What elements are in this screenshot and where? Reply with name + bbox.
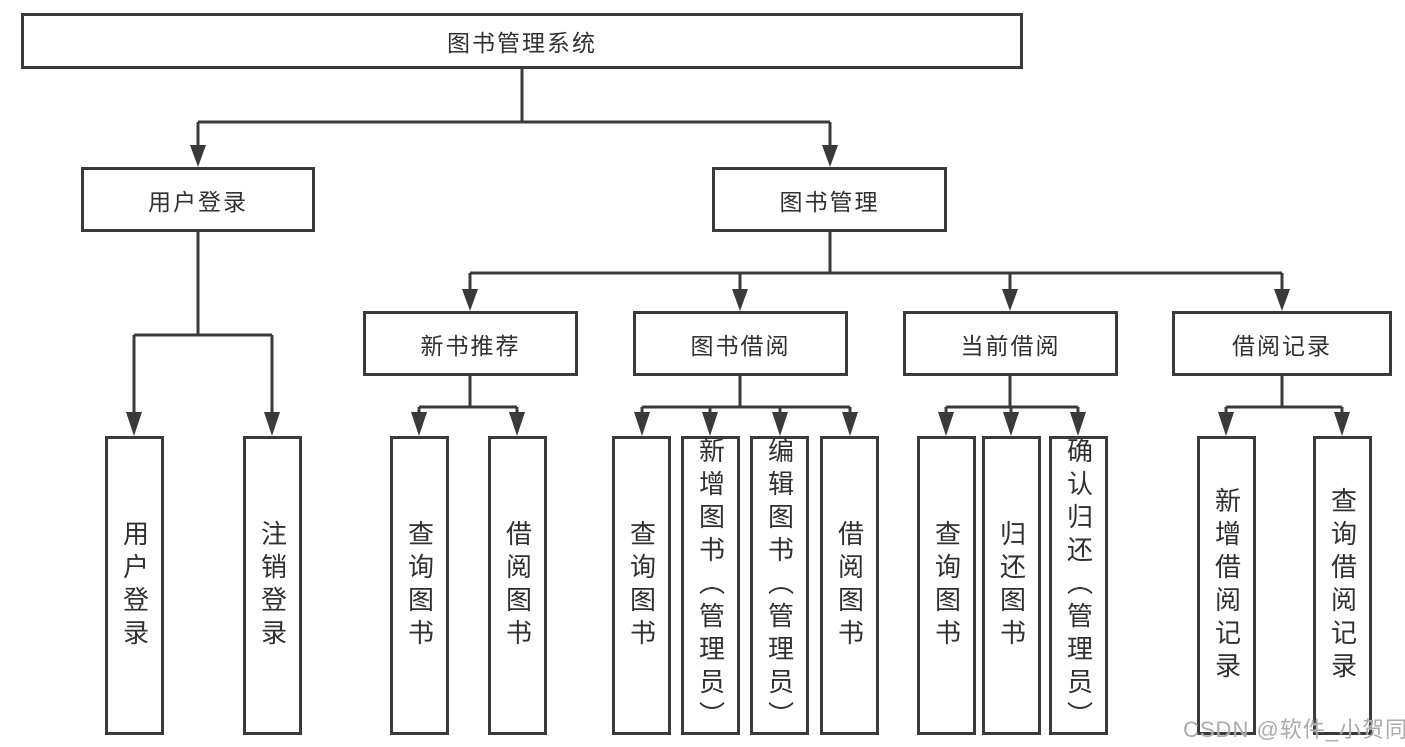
- leaf-user-login: 用户登录: [105, 436, 164, 735]
- node-current-borrowing: 当前借阅: [903, 311, 1118, 376]
- leaf-borrow-books-newrec: 借阅图书: [488, 436, 547, 735]
- leaf-label: 查询图书: [404, 519, 435, 652]
- node-label: 图书借阅: [690, 332, 791, 359]
- leaf-query-books-current: 查询图书: [917, 436, 976, 735]
- leaf-label: 归还图书: [996, 519, 1027, 652]
- node-label: 当前借阅: [960, 332, 1061, 359]
- leaf-label: 查询图书: [626, 519, 657, 652]
- node-label: 图书管理: [779, 188, 880, 215]
- leaf-edit-books-admin: 编辑图书（管理员）: [750, 436, 809, 735]
- leaf-confirm-return-admin: 确认归还（管理员）: [1049, 436, 1108, 735]
- leaf-label: 确认归还（管理员）: [1063, 437, 1094, 734]
- leaf-label: 用户登录: [119, 519, 150, 652]
- node-label: 用户登录: [148, 188, 248, 215]
- node-label: 图书管理系统: [447, 30, 597, 56]
- leaf-label: 查询借阅记录: [1327, 486, 1358, 685]
- node-label: 借阅记录: [1232, 332, 1332, 359]
- node-borrowing-records: 借阅记录: [1172, 311, 1392, 376]
- leaf-label: 借阅图书: [502, 519, 533, 652]
- leaf-query-books-borrow: 查询图书: [612, 436, 671, 735]
- leaf-label: 新增图书（管理员）: [695, 437, 726, 734]
- leaf-add-books-admin: 新增图书（管理员）: [681, 436, 740, 735]
- node-book-management: 图书管理: [712, 167, 947, 232]
- leaf-return-books: 归还图书: [982, 436, 1041, 735]
- node-book-borrowing: 图书借阅: [633, 311, 848, 376]
- leaf-query-borrow-record: 查询借阅记录: [1313, 436, 1372, 735]
- node-user-login: 用户登录: [81, 167, 315, 232]
- leaf-label: 查询图书: [931, 519, 962, 652]
- leaf-label: 注销登录: [257, 519, 288, 652]
- leaf-borrow-books: 借阅图书: [820, 436, 879, 735]
- leaf-label: 借阅图书: [834, 519, 865, 652]
- leaf-logout: 注销登录: [243, 436, 302, 735]
- leaf-query-books-newrec: 查询图书: [390, 436, 449, 735]
- leaf-add-borrow-record: 新增借阅记录: [1197, 436, 1256, 735]
- node-label: 新书推荐: [420, 332, 521, 359]
- csdn-watermark: CSDN @软件_小贺同学: [1183, 717, 1405, 742]
- leaf-label: 编辑图书（管理员）: [764, 437, 795, 734]
- node-book-management-system: 图书管理系统: [21, 13, 1023, 69]
- leaf-label: 新增借阅记录: [1211, 486, 1242, 685]
- node-new-book-recommend: 新书推荐: [363, 311, 578, 376]
